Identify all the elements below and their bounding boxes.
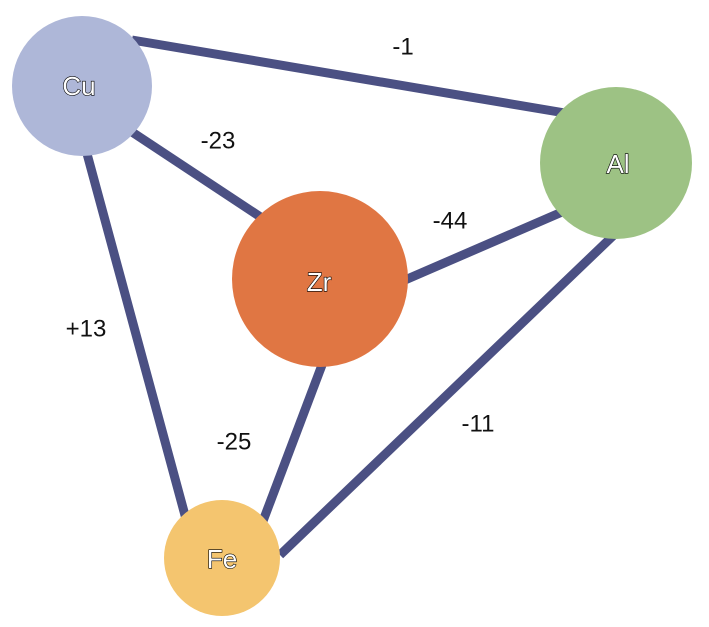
edge-label-cu-al: -1 bbox=[392, 34, 413, 61]
node-zr-circle bbox=[232, 191, 408, 367]
node-zr: Zr bbox=[232, 191, 408, 367]
node-zr-label: Zr bbox=[307, 267, 332, 297]
edge-zr-al bbox=[403, 207, 564, 285]
node-fe: Fe bbox=[164, 500, 280, 616]
edge-label-al-fe: -11 bbox=[462, 411, 495, 438]
edge-label-zr-fe: -25 bbox=[217, 429, 252, 456]
edge-label-zr-al: -44 bbox=[433, 208, 468, 235]
node-cu-circle bbox=[12, 16, 152, 156]
edge-cu-al bbox=[131, 35, 566, 118]
edge-cu-fe bbox=[81, 148, 191, 521]
node-fe-circle bbox=[164, 500, 280, 616]
edge-label-cu-fe: +13 bbox=[66, 316, 107, 343]
node-cu-label: Cu bbox=[62, 71, 95, 101]
edge-cu-zr bbox=[129, 128, 265, 222]
node-al: Al bbox=[540, 87, 692, 239]
node-cu: Cu bbox=[12, 16, 152, 156]
edge-label-cu-zr: -23 bbox=[201, 128, 236, 155]
edge-al-fe bbox=[276, 228, 621, 559]
node-al-label: Al bbox=[606, 149, 629, 179]
node-al-circle bbox=[540, 87, 692, 239]
node-fe-label: Fe bbox=[207, 544, 237, 574]
edge-zr-fe bbox=[258, 363, 327, 523]
